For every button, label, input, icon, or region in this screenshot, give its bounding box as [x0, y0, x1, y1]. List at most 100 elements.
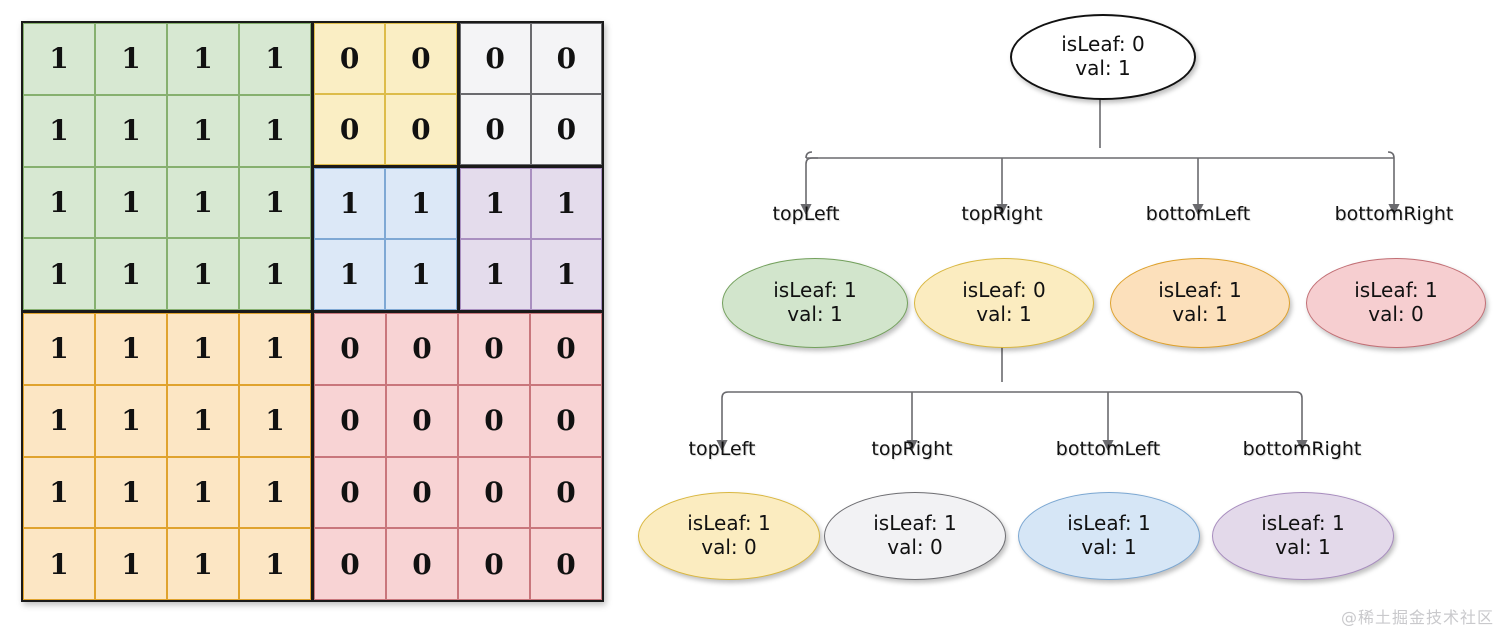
edge-label-topright-l1: topRight — [961, 203, 1043, 225]
matrix-cell: 0 — [458, 313, 530, 385]
matrix-cell: 1 — [239, 23, 311, 95]
matrix-cell: 1 — [239, 94, 311, 167]
matrix-cell: 1 — [23, 166, 95, 239]
matrix-cell: 1 — [95, 94, 167, 167]
matrix-cell: 1 — [167, 384, 239, 457]
node-val-text: val: 1 — [976, 302, 1032, 326]
matrix-cell: 1 — [167, 528, 239, 600]
matrix-cell: 1 — [95, 23, 167, 95]
tree-node-root[interactable]: isLeaf: 0 val: 1 — [1010, 14, 1196, 100]
matrix-cell: 1 — [95, 528, 167, 600]
matrix-cell: 1 — [167, 313, 239, 385]
edge-label-bottomleft-l1: bottomLeft — [1145, 203, 1251, 225]
tree-node-l1-bottomright[interactable]: isLeaf: 1 val: 0 — [1306, 258, 1486, 348]
edge-label-bottomright-l2: bottomRight — [1242, 438, 1362, 460]
tree-node-l1-bottomleft[interactable]: isLeaf: 1 val: 1 — [1110, 258, 1290, 348]
edge-label-topleft-l2: topLeft — [688, 438, 756, 460]
node-isleaf-text: isLeaf: 0 — [962, 278, 1046, 303]
matrix-cell: 1 — [314, 239, 386, 310]
tree-node-l2-bottomleft[interactable]: isLeaf: 1 val: 1 — [1018, 492, 1200, 580]
node-isleaf-text: isLeaf: 1 — [1158, 278, 1242, 303]
matrix-cell: 0 — [530, 456, 602, 529]
matrix-cell: 1 — [459, 168, 531, 239]
node-val-text: val: 1 — [787, 302, 843, 326]
matrix-cell: 1 — [530, 239, 602, 310]
matrix-cell: 0 — [385, 94, 457, 165]
matrix-cell: 1 — [23, 313, 95, 385]
matrix-cell: 1 — [239, 166, 311, 239]
tree-node-l2-bottomright[interactable]: isLeaf: 1 val: 1 — [1212, 492, 1394, 580]
tree-node-l2-topleft[interactable]: isLeaf: 1 val: 0 — [638, 492, 820, 580]
matrix-cell: 1 — [167, 23, 239, 95]
matrix-cell: 0 — [386, 384, 458, 457]
matrix-cell: 1 — [95, 384, 167, 457]
matrix-cell: 1 — [95, 456, 167, 529]
node-isleaf-text: isLeaf: 1 — [873, 511, 957, 536]
matrix-cell: 1 — [167, 456, 239, 529]
matrix-cell: 1 — [23, 94, 95, 167]
matrix-cell: 0 — [386, 456, 458, 529]
matrix-cell: 0 — [530, 384, 602, 457]
matrix-cell: 1 — [239, 313, 311, 385]
node-isleaf-text: isLeaf: 0 — [1061, 32, 1145, 57]
watermark: @稀土掘金技术社区 — [1340, 608, 1494, 627]
matrix-cell: 1 — [95, 238, 167, 310]
matrix-cell: 0 — [530, 528, 602, 600]
matrix-cell: 1 — [23, 238, 95, 310]
node-val-text: val: 0 — [1368, 302, 1424, 326]
matrix-cell: 0 — [458, 528, 530, 600]
matrix-cell: 1 — [239, 238, 311, 310]
matrix-cell: 0 — [314, 384, 386, 457]
matrix-cell: 1 — [95, 313, 167, 385]
matrix-cell: 0 — [386, 528, 458, 600]
node-isleaf-text: isLeaf: 1 — [1261, 511, 1345, 536]
matrix-cell: 0 — [530, 23, 602, 94]
node-val-text: val: 0 — [701, 535, 757, 559]
node-val-text: val: 0 — [887, 535, 943, 559]
matrix-cell: 1 — [23, 528, 95, 600]
edge-label-topleft-l1: topLeft — [772, 203, 840, 225]
matrix-cell: 1 — [167, 94, 239, 167]
matrix-cell: 0 — [530, 94, 602, 165]
tree-node-l2-topright[interactable]: isLeaf: 1 val: 0 — [824, 492, 1006, 580]
tree-edges — [716, 96, 1400, 452]
matrix-cell: 0 — [459, 94, 531, 165]
edge-label-topright-l2: topRight — [871, 438, 953, 460]
quadtree-diagram: isLeaf: 0 val: 1 topLeft topRight bottom… — [612, 0, 1512, 638]
node-isleaf-text: isLeaf: 1 — [1354, 278, 1438, 303]
node-isleaf-text: isLeaf: 1 — [1067, 511, 1151, 536]
matrix-cell: 0 — [458, 456, 530, 529]
tree-node-l1-topright[interactable]: isLeaf: 0 val: 1 — [914, 258, 1094, 348]
edge-label-bottomright-l1: bottomRight — [1334, 203, 1454, 225]
matrix-cell: 1 — [239, 528, 311, 600]
matrix-cell: 1 — [385, 239, 457, 310]
node-isleaf-text: isLeaf: 1 — [687, 511, 771, 536]
matrix-cell: 0 — [314, 313, 386, 385]
node-val-text: val: 1 — [1075, 56, 1131, 80]
matrix-cell: 1 — [23, 23, 95, 95]
matrix-cell: 0 — [385, 23, 457, 94]
matrix-cell: 1 — [530, 168, 602, 239]
matrix-cell: 0 — [458, 384, 530, 457]
matrix-cell: 0 — [530, 313, 602, 385]
edge-label-bottomleft-l2: bottomLeft — [1055, 438, 1161, 460]
matrix-cell: 1 — [459, 239, 531, 310]
node-isleaf-text: isLeaf: 1 — [773, 278, 857, 303]
tree-node-l1-topleft[interactable]: isLeaf: 1 val: 1 — [722, 258, 908, 348]
matrix-cell: 1 — [95, 166, 167, 239]
matrix-cell: 1 — [23, 384, 95, 457]
matrix-cell: 0 — [314, 456, 386, 529]
node-val-text: val: 1 — [1172, 302, 1228, 326]
matrix-cell: 1 — [23, 456, 95, 529]
matrix-cell: 0 — [314, 94, 386, 165]
node-val-text: val: 1 — [1275, 535, 1331, 559]
matrix-cell: 1 — [239, 456, 311, 529]
matrix-cell: 1 — [314, 168, 386, 239]
matrix-cell: 0 — [314, 528, 386, 600]
